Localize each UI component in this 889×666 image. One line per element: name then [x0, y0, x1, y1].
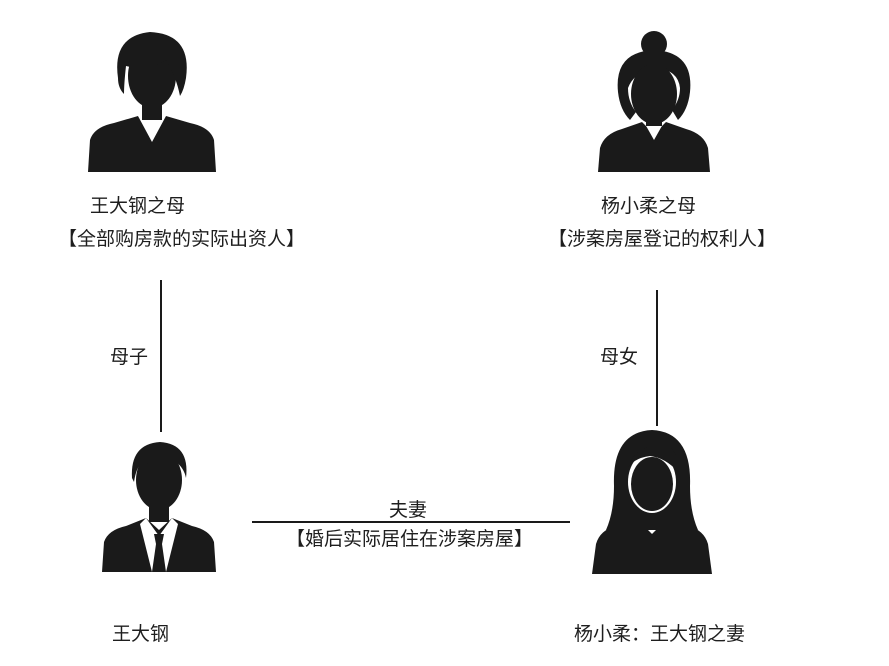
relation-note-bottom: 【婚后实际居住在涉案房屋】	[286, 528, 534, 550]
bottom-right-name: 杨小柔：王大钢之妻	[574, 623, 746, 645]
person-bottom-right-avatar	[592, 428, 712, 574]
relation-line-left	[160, 280, 162, 432]
man-short-hair-icon	[88, 32, 216, 172]
top-right-role: 【涉案房屋登记的权利人】	[548, 228, 777, 250]
person-top-left-avatar	[88, 30, 216, 172]
relation-line-bottom	[252, 521, 570, 523]
relation-label-right: 母女	[600, 346, 639, 368]
relation-label-left: 母子	[110, 346, 149, 368]
woman-long-hair-icon	[592, 430, 712, 574]
bottom-left-name: 王大钢	[112, 623, 170, 645]
top-left-role: 【全部购房款的实际出资人】	[58, 228, 306, 250]
relation-line-right	[656, 290, 658, 426]
relation-label-bottom: 夫妻	[389, 499, 428, 521]
woman-bun-hair-icon	[598, 31, 710, 172]
top-right-name: 杨小柔之母	[601, 195, 697, 217]
person-top-right-avatar	[598, 30, 710, 172]
person-bottom-left-avatar	[102, 438, 216, 572]
man-tie-icon	[102, 442, 216, 572]
top-left-name: 王大钢之母	[90, 195, 186, 217]
